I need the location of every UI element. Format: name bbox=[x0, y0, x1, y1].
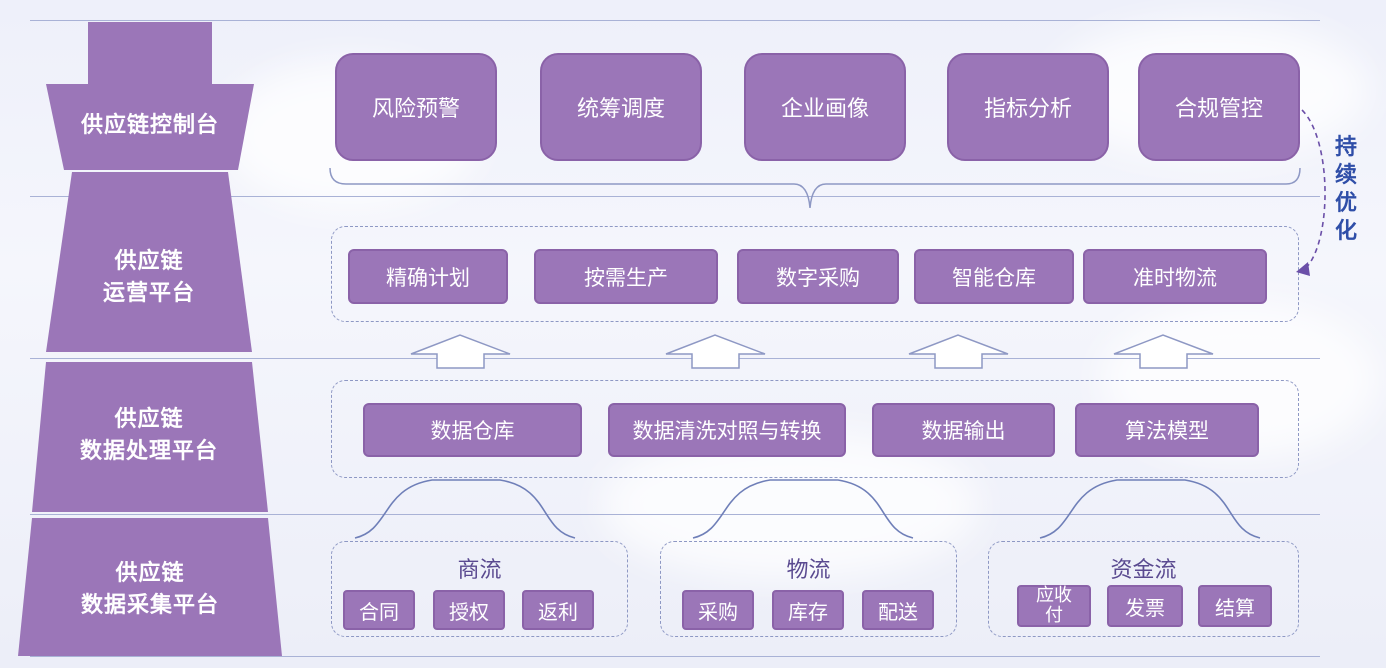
collection-item-inventory: 库存 bbox=[772, 590, 844, 630]
layer-divider bbox=[30, 656, 1320, 657]
operation-platform-label: 供应链 运营平台 bbox=[46, 246, 252, 310]
up-arrow bbox=[665, 334, 766, 369]
up-arrow bbox=[410, 334, 511, 369]
collection-item-contract: 合同 bbox=[343, 590, 415, 630]
optimization-arrow bbox=[1301, 109, 1326, 269]
processing-item-data-output: 数据输出 bbox=[872, 403, 1055, 457]
operation-platform-line1: 供应链 bbox=[114, 249, 184, 274]
collection-item-delivery: 配送 bbox=[862, 590, 934, 630]
control-item-indicator-analysis: 指标分析 bbox=[947, 53, 1109, 161]
operation-item-digital-procurement: 数字采购 bbox=[737, 249, 899, 304]
optimization-arrowhead bbox=[1296, 262, 1310, 276]
processing-item-algorithm-model: 算法模型 bbox=[1075, 403, 1259, 457]
processing-platform-line2: 数据处理平台 bbox=[79, 439, 218, 464]
layer-divider bbox=[30, 358, 1320, 359]
operation-item-smart-warehouse: 智能仓库 bbox=[914, 249, 1074, 304]
collection-item-rebate: 返利 bbox=[522, 590, 594, 630]
operation-group bbox=[331, 226, 1299, 322]
collection-item-invoice: 发票 bbox=[1107, 585, 1183, 627]
collection-item-authorization: 授权 bbox=[433, 590, 505, 630]
collection-item-receivable-payable: 应收付 bbox=[1017, 585, 1091, 627]
control-platform-label: 供应链控制台 bbox=[80, 113, 219, 138]
collection-group-title: 商流 bbox=[457, 558, 502, 583]
processing-platform-line1: 供应链 bbox=[114, 407, 184, 432]
collection-platform-label: 供应链 数据采集平台 bbox=[30, 558, 270, 622]
processing-group bbox=[331, 380, 1299, 478]
control-item-enterprise-profile: 企业画像 bbox=[744, 53, 906, 161]
operation-platform-line2: 运营平台 bbox=[102, 281, 195, 306]
up-arrow bbox=[1113, 334, 1214, 369]
operation-item-precise-plan: 精确计划 bbox=[348, 249, 508, 304]
continuous-optimization-label: 持续优化 bbox=[1334, 135, 1357, 244]
collection-group-title: 资金流 bbox=[1110, 558, 1177, 583]
layer-divider bbox=[30, 20, 1320, 21]
up-arrow bbox=[908, 334, 1009, 369]
collection-group-logistics bbox=[660, 541, 957, 637]
operation-item-on-demand-production: 按需生产 bbox=[534, 249, 718, 304]
collection-group-commerce bbox=[331, 541, 628, 637]
collection-item-purchase: 采购 bbox=[682, 590, 754, 630]
collection-item-settlement: 结算 bbox=[1198, 585, 1272, 627]
control-brace bbox=[329, 167, 1301, 209]
control-item-compliance: 合规管控 bbox=[1138, 53, 1300, 161]
collection-platform-line1: 供应链 bbox=[115, 561, 185, 586]
connection-curves bbox=[354, 479, 1261, 539]
control-item-dispatch: 统筹调度 bbox=[540, 53, 702, 161]
collection-group-capital bbox=[988, 541, 1299, 637]
processing-platform-label: 供应链 数据处理平台 bbox=[36, 404, 262, 468]
layer-divider bbox=[30, 514, 1320, 515]
control-item-risk-warning: 风险预警 bbox=[335, 53, 497, 161]
operation-item-jit-logistics: 准时物流 bbox=[1083, 249, 1267, 304]
up-arrows bbox=[410, 334, 1214, 369]
collection-platform-line2: 数据采集平台 bbox=[80, 593, 219, 618]
processing-item-data-cleansing: 数据清洗对照与转换 bbox=[608, 403, 846, 457]
processing-item-data-warehouse: 数据仓库 bbox=[363, 403, 582, 457]
collection-group-title: 物流 bbox=[786, 558, 831, 583]
platform-tower bbox=[18, 22, 282, 656]
layer-divider bbox=[30, 196, 1320, 197]
